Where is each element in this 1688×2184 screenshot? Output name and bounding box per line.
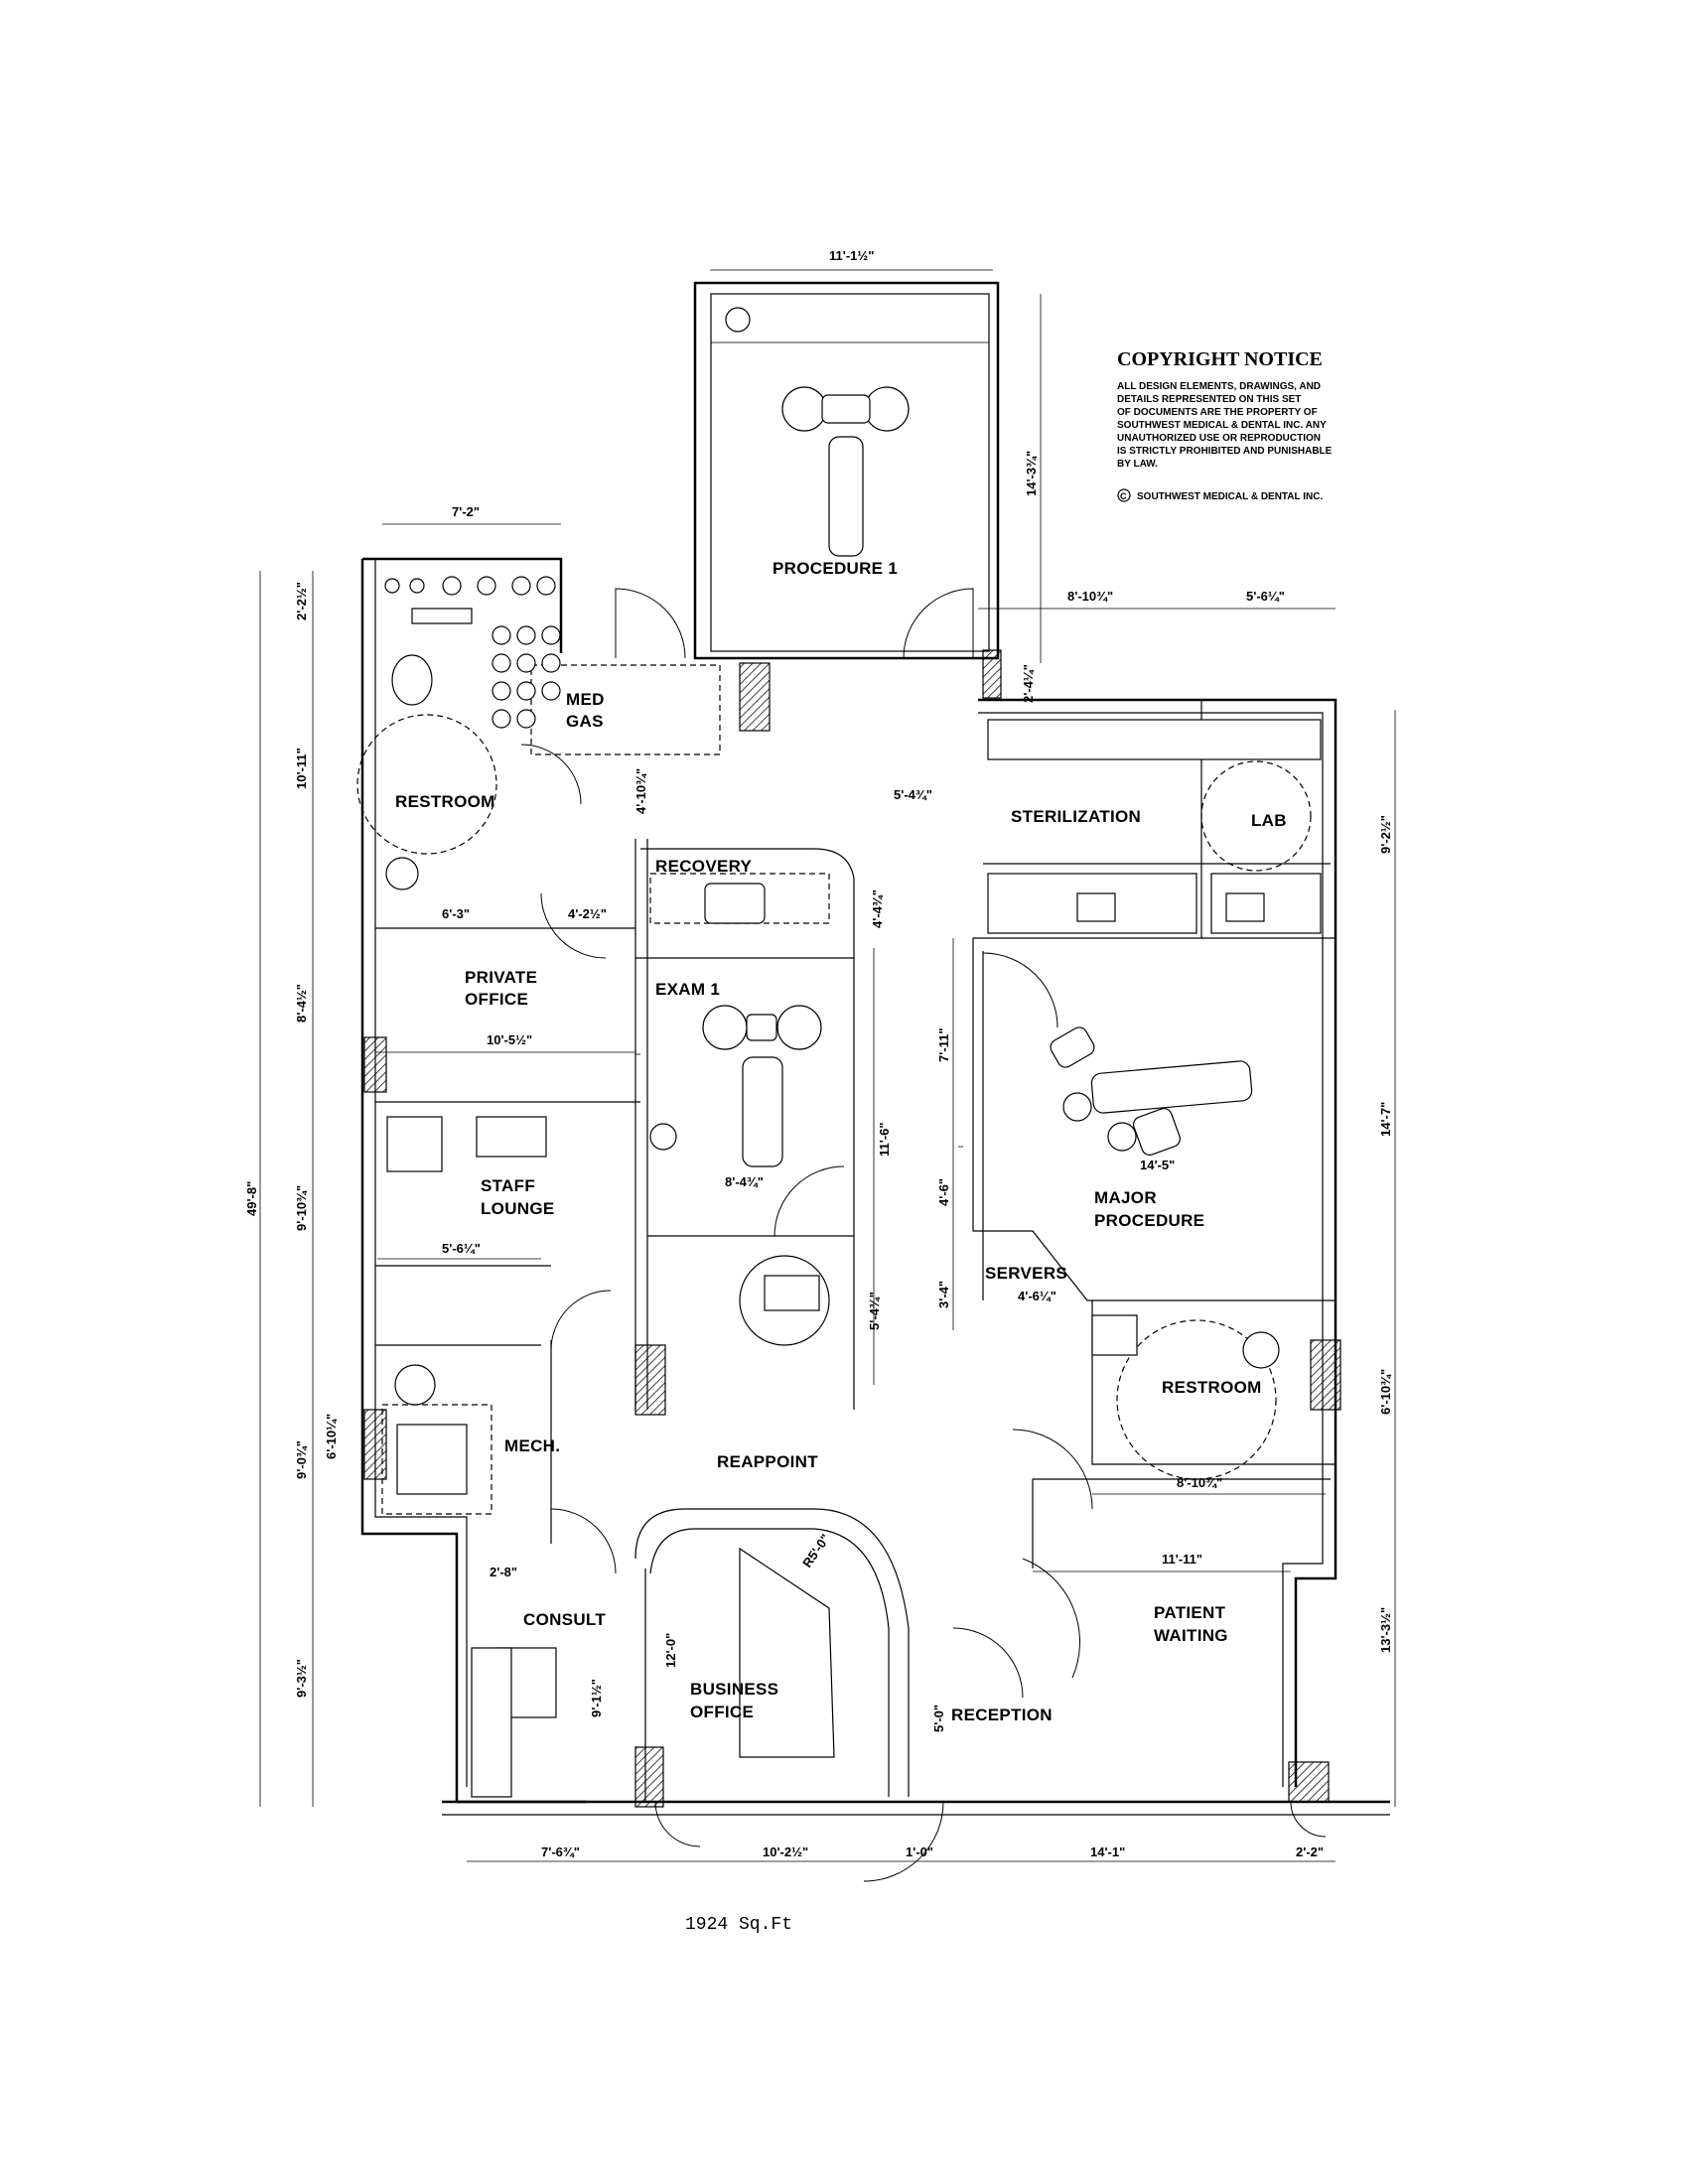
dimension-label: 7'-2" xyxy=(452,504,480,519)
dimension-label: 5'-4¾" xyxy=(867,1292,882,1330)
dimension-label: 11'-1½" xyxy=(829,248,874,263)
dimension-label: 9'-3½" xyxy=(294,1659,309,1698)
dimension-label: 9'-10¾" xyxy=(294,1185,309,1231)
dimension-lines xyxy=(259,269,1396,1862)
dimension-label: 5'-4¾" xyxy=(894,787,932,802)
room-label-lab: LAB xyxy=(1251,811,1287,830)
dimension-label: 2'-2" xyxy=(1296,1844,1324,1859)
room-label-consult: CONSULT xyxy=(523,1610,606,1629)
room-label-recovery: RECOVERY xyxy=(655,857,753,876)
room-label-servers: SERVERS xyxy=(985,1264,1067,1283)
dimension-label: 13'-3½" xyxy=(1378,1607,1393,1653)
dimension-label: 7'-11" xyxy=(936,1027,951,1062)
copyright-company: SOUTHWEST MEDICAL & DENTAL INC. xyxy=(1137,491,1323,502)
dimension-label: 4'-6" xyxy=(936,1178,951,1206)
dimension-label: 4'-6¼" xyxy=(1018,1289,1056,1303)
dimension-label: 8'-4¾" xyxy=(725,1174,764,1189)
room-label-mech: MECH. xyxy=(504,1436,560,1455)
copyright-notice: COPYRIGHT NOTICE ALL DESIGN ELEMENTS, DR… xyxy=(1117,348,1333,502)
copyright-title: COPYRIGHT NOTICE xyxy=(1117,348,1323,370)
dimension-label: R5'-0" xyxy=(799,1531,833,1570)
room-label-gas: GAS xyxy=(566,712,604,731)
dimension-label: 10'-11" xyxy=(294,748,309,789)
dimension-label: 11'-6" xyxy=(877,1122,892,1157)
dimension-label: 49'-8" xyxy=(244,1181,259,1216)
dimension-label: 8'-4½" xyxy=(294,984,309,1023)
copyright-line: OF DOCUMENTS ARE THE PROPERTY OF xyxy=(1117,407,1318,418)
copyright-line: UNAUTHORIZED USE OR REPRODUCTION xyxy=(1117,433,1321,444)
room-label-business: BUSINESS xyxy=(690,1680,778,1699)
room-label-procedure-1: PROCEDURE 1 xyxy=(773,559,898,578)
dimension-label: 5'-6¼" xyxy=(442,1241,481,1256)
dimension-label: 2'-2½" xyxy=(294,582,309,620)
room-label-procedure: PROCEDURE xyxy=(1094,1211,1204,1230)
fixtures xyxy=(384,307,1322,1798)
copyright-line: IS STRICTLY PROHIBITED AND PUNISHABLE xyxy=(1117,446,1333,457)
dimension-label: 7'-6¾" xyxy=(541,1844,580,1859)
dimension-label: 8'-10¾" xyxy=(1177,1475,1222,1490)
copyright-line: SOUTHWEST MEDICAL & DENTAL INC. ANY xyxy=(1117,420,1327,431)
room-label-reception: RECEPTION xyxy=(951,1706,1053,1724)
dimension-label: 10'-2½" xyxy=(763,1844,808,1859)
room-label-sterilization: STERILIZATION xyxy=(1011,807,1141,826)
total-area-label: 1924 Sq.Ft xyxy=(685,1915,792,1935)
dimension-label: 6'-10¼" xyxy=(324,1414,339,1459)
dimension-label: 4'-4¾" xyxy=(870,889,885,928)
dimension-label: 1'-0" xyxy=(906,1844,933,1859)
walls xyxy=(360,281,1390,1816)
svg-text:C: C xyxy=(1120,491,1127,501)
copyright-line: DETAILS REPRESENTED ON THIS SET xyxy=(1117,394,1301,405)
room-label-restroom-right: RESTROOM xyxy=(1162,1378,1262,1397)
dimension-label: 3'-4" xyxy=(936,1281,951,1308)
dimension-label: 4'-2½" xyxy=(568,906,607,921)
dimension-label: 9'-2½" xyxy=(1378,815,1393,854)
dimension-label: 10'-5½" xyxy=(487,1032,532,1047)
dimension-label: 12'-0" xyxy=(663,1633,678,1668)
dimension-label: 11'-11" xyxy=(1162,1552,1202,1567)
room-label-patient: PATIENT xyxy=(1154,1603,1226,1622)
procedure1-outline xyxy=(693,281,1000,660)
copyright-symbol-icon xyxy=(1117,488,1131,502)
room-label-major: MAJOR xyxy=(1094,1188,1157,1207)
room-label-office: OFFICE xyxy=(465,990,528,1009)
room-label-waiting: WAITING xyxy=(1154,1626,1228,1645)
dimension-label: 14'-7" xyxy=(1378,1102,1393,1137)
dimension-label: 9'-1½" xyxy=(589,1679,604,1717)
structural-columns xyxy=(363,649,1341,1808)
dimension-label: 14'-3¾" xyxy=(1024,451,1039,496)
doors xyxy=(520,588,1327,1882)
room-label-lounge: LOUNGE xyxy=(481,1199,555,1218)
dimension-label: 5'-6¼" xyxy=(1246,589,1285,604)
dimension-label: 14'-5" xyxy=(1140,1158,1175,1172)
room-label-reappoint: REAPPOINT xyxy=(717,1452,818,1471)
room-label-med: MED xyxy=(566,690,605,709)
dimension-label: 2'-8" xyxy=(490,1565,517,1579)
copyright-line: ALL DESIGN ELEMENTS, DRAWINGS, AND xyxy=(1117,381,1321,392)
room-label-office: OFFICE xyxy=(690,1703,754,1721)
room-label-exam-1: EXAM 1 xyxy=(655,980,720,999)
dimension-label: 9'-0¾" xyxy=(294,1440,309,1479)
dimension-label: 14'-1" xyxy=(1090,1844,1125,1859)
dimension-label: 2'-4¼" xyxy=(1021,664,1036,703)
room-labels: PROCEDURE 1 MED GAS RESTROOM STERILIZATI… xyxy=(395,559,1287,1724)
dimension-label: 4'-10¾" xyxy=(633,768,648,814)
room-label-staff: STAFF xyxy=(481,1176,535,1195)
room-label-restroom-left: RESTROOM xyxy=(395,792,495,811)
dimension-label: 5'-0" xyxy=(931,1705,946,1732)
copyright-line: BY LAW. xyxy=(1117,459,1158,470)
room-label-private: PRIVATE xyxy=(465,968,537,987)
dimension-label: 6'-3" xyxy=(442,906,470,921)
dimension-label: 6'-10¾" xyxy=(1378,1369,1393,1415)
dimension-label: 8'-10¾" xyxy=(1067,589,1113,604)
